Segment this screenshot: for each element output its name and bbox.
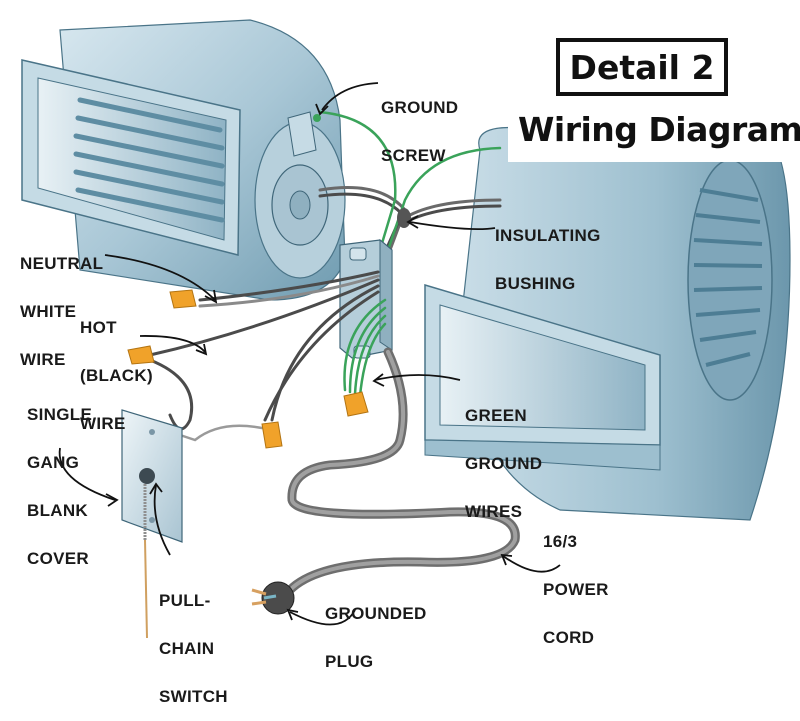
label-line: INSULATING bbox=[495, 226, 601, 245]
label-line: GANG bbox=[27, 453, 80, 472]
label-line: NEUTRAL bbox=[20, 254, 104, 273]
label-hot-black-wire: HOT (BLACK) WIRE bbox=[80, 288, 153, 448]
insulating-bushing-icon bbox=[397, 208, 411, 228]
label-line: PULL- bbox=[159, 591, 211, 610]
pull-chain-switch-icon bbox=[139, 468, 155, 484]
label-line: GROUND bbox=[465, 454, 543, 473]
wire-nut-hot bbox=[127, 345, 155, 365]
label-power-cord: 16/3 POWER CORD bbox=[543, 502, 609, 662]
label-line: SINGLE bbox=[27, 405, 93, 424]
leader-arrows bbox=[58, 82, 561, 626]
label-line: (BLACK) bbox=[80, 366, 153, 385]
label-line: 16/3 bbox=[543, 532, 578, 551]
pull-cord bbox=[144, 539, 148, 639]
label-line: COVER bbox=[27, 549, 89, 568]
switch-plate bbox=[121, 409, 183, 639]
detail-title: Detail 2 bbox=[569, 48, 715, 87]
wire-nut-ground bbox=[343, 391, 369, 417]
grounded-plug-icon bbox=[251, 581, 295, 615]
power-cord bbox=[285, 347, 520, 595]
label-line: CHAIN bbox=[159, 639, 215, 658]
label-line: CORD bbox=[543, 628, 595, 647]
ground-screw-icon bbox=[313, 114, 321, 122]
label-single-gang-blank-cover: SINGLE GANG BLANK COVER bbox=[27, 375, 92, 583]
label-line: POWER bbox=[543, 580, 609, 599]
wire-nuts bbox=[127, 289, 369, 449]
label-line: GROUND bbox=[381, 98, 459, 117]
label-ground-screw: GROUND SCREW bbox=[381, 68, 458, 180]
label-line: WIRE bbox=[80, 414, 126, 433]
label-grounded-plug: GROUNDED PLUG bbox=[325, 574, 427, 686]
wire-nut-switch bbox=[261, 421, 283, 449]
circuit-wires bbox=[148, 270, 387, 442]
label-line: WIRES bbox=[465, 502, 523, 521]
label-line: SWITCH bbox=[159, 687, 228, 706]
right-blower bbox=[424, 126, 791, 521]
label-line: WHITE bbox=[20, 302, 77, 321]
label-line: GROUNDED bbox=[325, 604, 427, 623]
label-line: WIRE bbox=[20, 350, 66, 369]
label-green-ground-wires: GREEN GROUND WIRES bbox=[465, 376, 542, 536]
label-insulating-bushing: INSULATING BUSHING bbox=[495, 196, 601, 308]
wire-nut-neutral bbox=[169, 289, 197, 309]
label-line: GREEN bbox=[465, 406, 527, 425]
diagram-subtitle: Wiring Diagram bbox=[518, 110, 800, 149]
label-pull-chain-switch: PULL- CHAIN SWITCH bbox=[159, 561, 228, 721]
blower-fins bbox=[73, 97, 225, 223]
left-blower bbox=[21, 19, 346, 301]
wiring-diagram-illustration bbox=[21, 19, 791, 639]
label-line: HOT bbox=[80, 318, 117, 337]
detail-title-box: Detail 2 bbox=[556, 38, 728, 96]
label-line: BUSHING bbox=[495, 274, 576, 293]
label-line: PLUG bbox=[325, 652, 374, 671]
label-line: BLANK bbox=[27, 501, 88, 520]
label-neutral-white-wire: NEUTRAL WHITE WIRE bbox=[20, 224, 103, 384]
label-line: SCREW bbox=[381, 146, 446, 165]
right-blower-fins bbox=[693, 188, 763, 367]
motor bbox=[271, 111, 329, 246]
